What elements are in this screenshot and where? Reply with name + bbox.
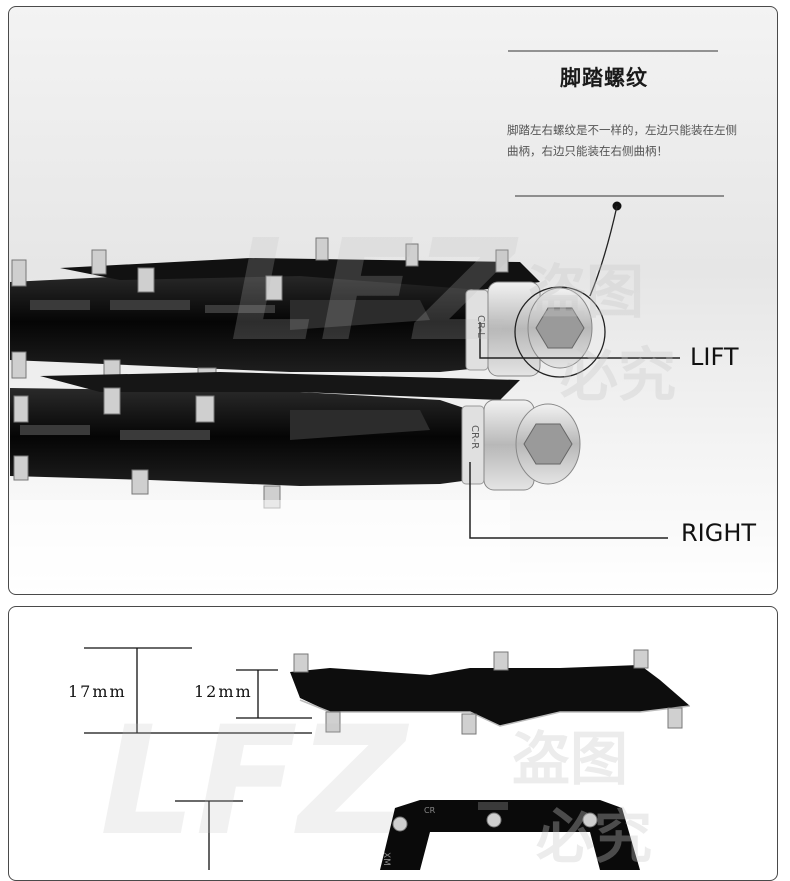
watermark-text-bottom-2: 必究 bbox=[536, 803, 653, 871]
thread-description: 脚踏左右螺纹是不一样的，左边只能装在左侧曲柄，右边只能装在右侧曲柄！ bbox=[507, 123, 737, 158]
pedal-right bbox=[10, 372, 520, 509]
table-reflection bbox=[10, 500, 510, 580]
right-pointer-line bbox=[469, 462, 668, 539]
watermark-brand-bottom: LFZ bbox=[100, 695, 407, 869]
spindle-left: CR-L bbox=[465, 281, 593, 377]
svg-text:CR: CR bbox=[424, 806, 436, 815]
height-total-label: 17mm bbox=[68, 682, 127, 701]
watermark-text-bottom: 盗图 bbox=[512, 725, 629, 793]
dimension-lines bbox=[84, 647, 312, 870]
callout-magnifier-circle bbox=[514, 286, 606, 378]
pedal-side-profile bbox=[290, 649, 691, 735]
watermark-text-top: 盗图 bbox=[528, 258, 645, 326]
spindle-right: CR-R bbox=[461, 399, 581, 491]
watermark-brand-top: LFZ bbox=[230, 210, 517, 373]
right-label: RIGHT bbox=[681, 519, 757, 547]
height-body-label: 12mm bbox=[194, 682, 253, 701]
pedal-front-view: CR XM bbox=[380, 800, 640, 870]
watermark-text-top-2: 必究 bbox=[560, 341, 677, 409]
pedal-left bbox=[10, 237, 540, 395]
svg-text:XM: XM bbox=[381, 852, 391, 866]
lift-pointer-line bbox=[479, 322, 680, 359]
svg-text:CR-R: CR-R bbox=[469, 425, 480, 449]
callout-leader-line bbox=[589, 205, 618, 297]
thread-title: 脚踏螺纹 bbox=[560, 66, 648, 90]
lift-label: LIFT bbox=[690, 343, 739, 371]
